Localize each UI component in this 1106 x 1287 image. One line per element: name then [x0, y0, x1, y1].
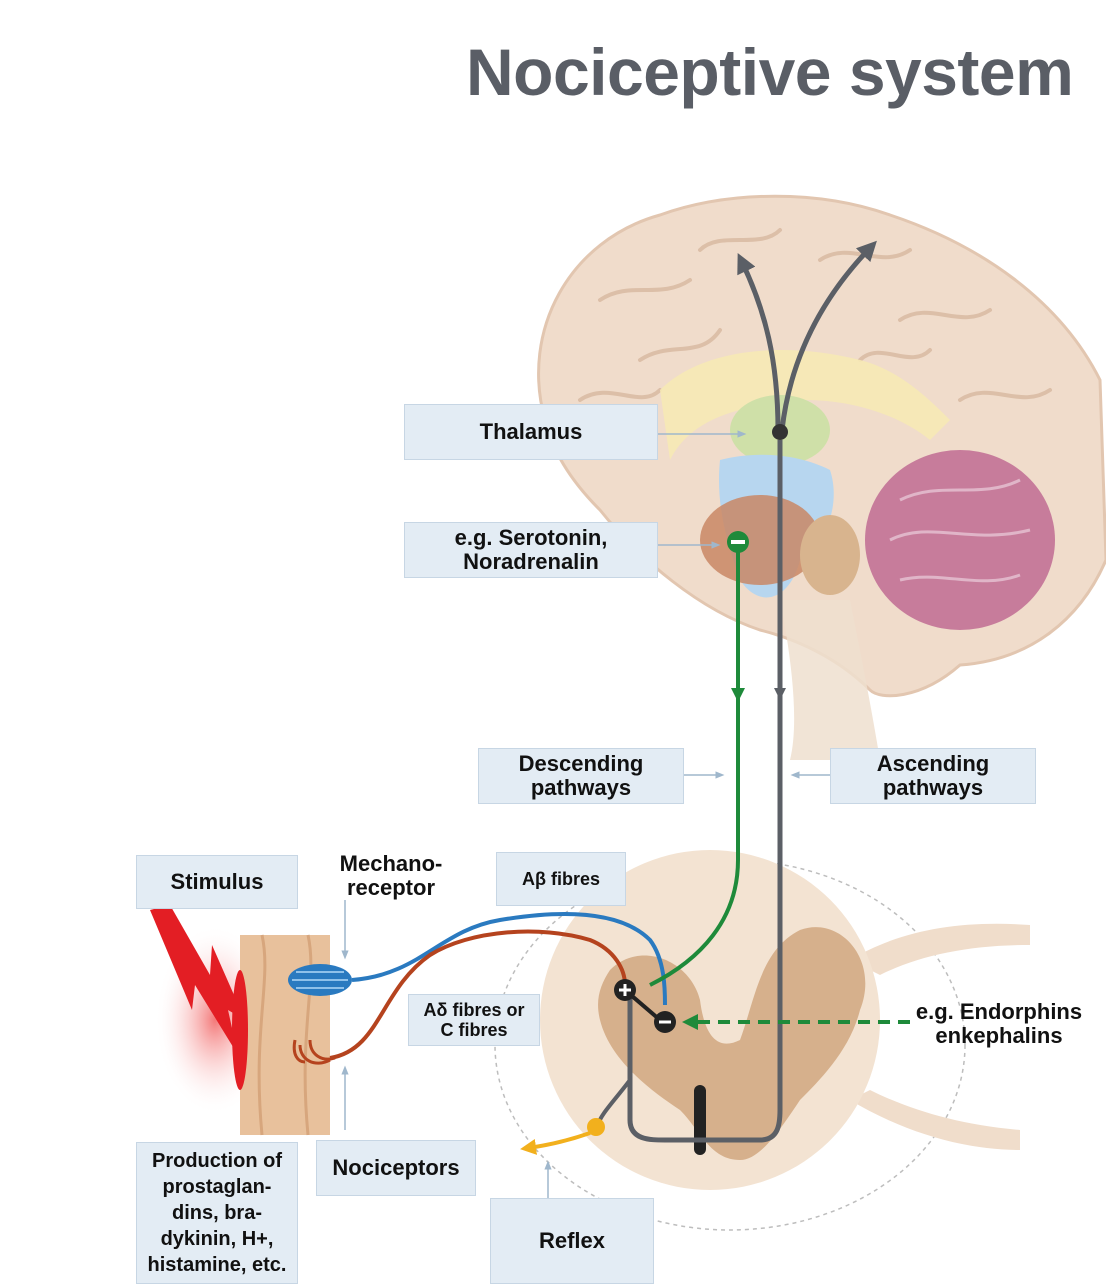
midbrain-oval — [800, 515, 860, 595]
brain — [539, 196, 1106, 760]
reflex-arrow — [528, 1133, 590, 1148]
serotonin-label: e.g. Serotonin, Noradrenalin — [404, 522, 658, 578]
ascending-pathways-label: Ascending pathways — [830, 748, 1036, 804]
mechanoreceptor-shape — [288, 964, 352, 996]
production-label: Production of prostaglan- dins, bra- dyk… — [136, 1142, 298, 1284]
reflex-label: Reflex — [490, 1198, 654, 1284]
nociceptors-label: Nociceptors — [316, 1140, 476, 1196]
descending-arrow — [731, 688, 745, 702]
stimulus-label: Stimulus — [136, 855, 298, 909]
mechanoreceptor-label: Mechano- receptor — [316, 852, 466, 908]
pons-shape — [700, 495, 820, 585]
endorphins-label: e.g. Endorphins enkephalins — [892, 1000, 1106, 1050]
ascending-arrow — [774, 688, 786, 700]
descending-pathways-label: Descending pathways — [478, 748, 684, 804]
ab-fibres-label: Aβ fibres — [496, 852, 626, 906]
page-title: Nociceptive system — [466, 34, 1073, 110]
thalamus-label: Thalamus — [404, 404, 658, 460]
ad-c-fibres-label: Aδ fibres or C fibres — [408, 994, 540, 1046]
